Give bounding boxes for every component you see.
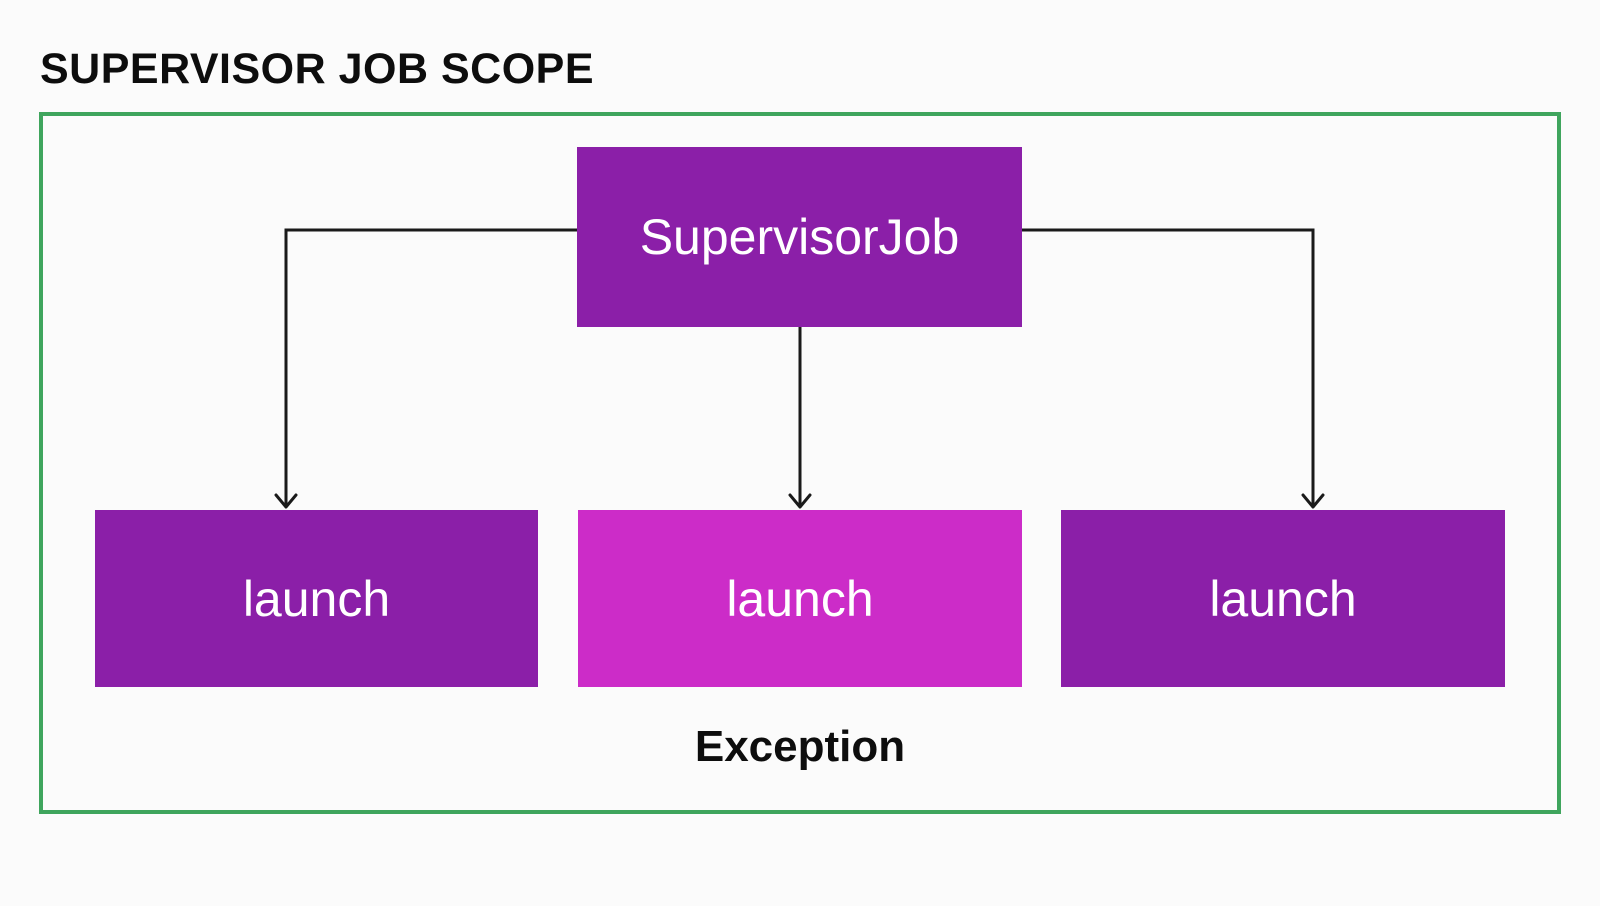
node-launch-right: launch	[1061, 510, 1505, 687]
node-launch-left-label: launch	[242, 570, 391, 627]
node-launch-middle: launch	[578, 510, 1022, 687]
exception-label: Exception	[694, 722, 906, 771]
node-launch-right-label: launch	[1209, 570, 1357, 627]
node-launch-left: launch	[95, 510, 538, 687]
diagram-title: SUPERVISOR JOB SCOPE	[40, 45, 595, 93]
node-supervisorjob-label: SupervisorJob	[639, 209, 960, 265]
supervisor-scope-frame	[39, 112, 1561, 814]
node-supervisorjob: SupervisorJob	[577, 147, 1022, 327]
node-launch-middle-label: launch	[726, 570, 874, 627]
